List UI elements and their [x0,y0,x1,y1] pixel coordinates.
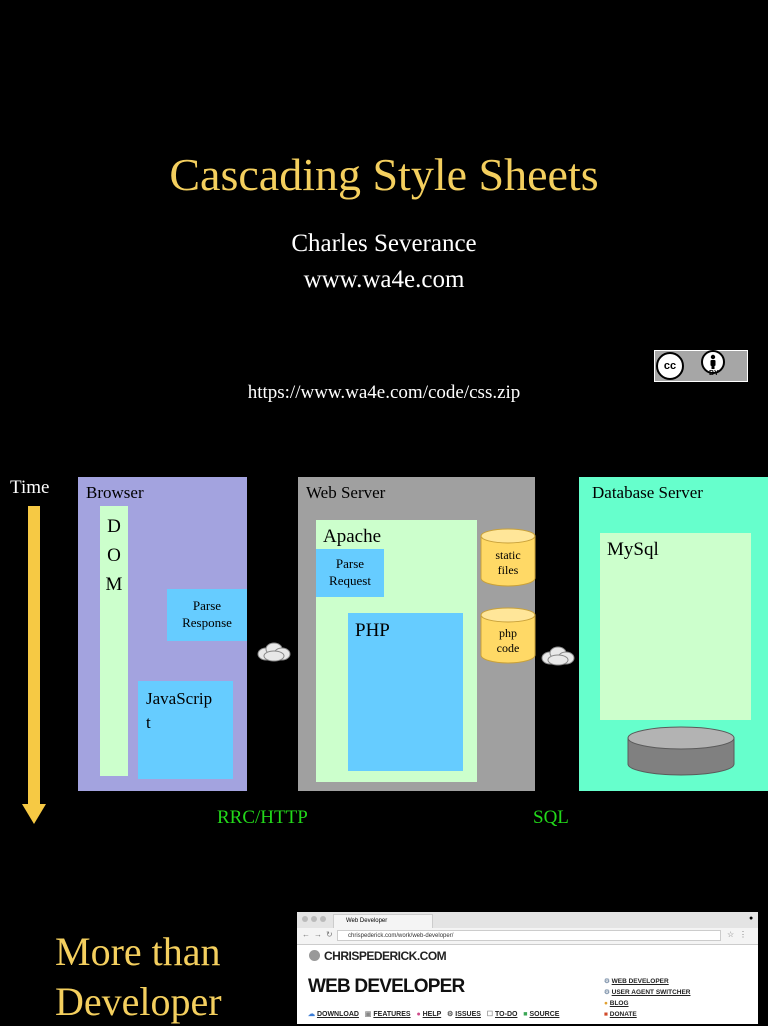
side-link-blog[interactable]: BLOG [609,1000,629,1007]
web-developer-icon: ⚙ [604,978,610,985]
user-agent-switcher-icon: ⚙ [604,989,610,996]
nav-todo[interactable]: TO-DO [495,1011,518,1018]
site-nav: ☁ DOWNLOAD ▣ FEATURES ● HELP ⚙ ISSUES ☐ … [308,1010,559,1018]
bottom-text-line-2: Developer [55,979,222,1024]
parse-request-box: Parse Request [316,549,384,597]
cc-by-license-badge: cc BY [654,350,748,382]
window-dot-icon [320,916,326,922]
slide-title: Cascading Style Sheets [169,149,599,200]
apache-label: Apache [323,526,382,547]
time-label: Time [10,477,50,498]
donate-icon: ■ [604,1011,608,1018]
side-links: ⚙ WEB DEVELOPER ⚙ USER AGENT SWITCHER ● … [604,976,691,1020]
back-arrow-icon[interactable]: ← [302,930,310,939]
php-label: PHP [355,620,390,641]
dom-box: D O M [100,506,128,776]
php-code-cylinder [480,607,536,664]
issues-icon: ⚙ [447,1011,454,1018]
forward-arrow-icon[interactable]: → [314,930,322,939]
php-code-line: code [496,641,520,655]
nav-features[interactable]: FEATURES [373,1011,411,1018]
parse-response-line: Parse [192,598,222,613]
nav-help[interactable]: HELP [422,1011,442,1018]
dom-letter: O [107,545,121,566]
page-heading: WEB DEVELOPER [308,976,465,997]
parse-request-line: Request [329,573,371,588]
reload-icon[interactable]: ↻ [326,930,333,939]
web-developer-screenshot: Web Developer ● ← → ↻ chrispederick.com/… [297,912,758,1024]
parse-response-line: Response [182,615,232,630]
side-link-user-agent-switcher[interactable]: USER AGENT SWITCHER [611,989,691,996]
nav-issues[interactable]: ISSUES [455,1011,481,1018]
menu-icon[interactable]: ⋮ [739,930,747,939]
by-label: BY [709,370,719,377]
static-files-line: files [497,563,519,577]
php-code-label: php code [480,626,536,656]
side-link-web-developer[interactable]: WEB DEVELOPER [611,978,669,985]
site-name[interactable]: CHRISPEDERICK.COM [324,949,447,963]
web-server-box: Web Server Apache Parse Request PHP [298,477,535,791]
http-protocol-label: RRC/HTTP [217,807,308,828]
address-text: chrispederick.com/work/web-developer/ [348,933,454,939]
php-box: PHP [348,613,463,771]
static-files-cylinder [480,528,536,587]
javascript-line: t [146,713,151,732]
database-disk-icon [627,726,735,776]
download-icon: ☁ [308,1011,315,1018]
attribution-person-icon [701,350,725,374]
sql-protocol-label: SQL [533,807,569,828]
author-name: Charles Severance [291,230,477,257]
javascript-line: JavaScrip [146,689,213,708]
site-url: www.wa4e.com [303,266,465,293]
php-code-line: php [499,626,517,640]
apache-box: Apache Parse Request PHP [316,520,477,782]
mysql-label: MySql [607,539,659,560]
bottom-text-line-1: More than [55,929,221,974]
web-server-label: Web Server [306,483,386,502]
address-bar[interactable]: chrispederick.com/work/web-developer/ [337,930,721,941]
window-dot-icon [311,916,317,922]
side-link-donate[interactable]: DONATE [609,1011,637,1018]
time-arrow [22,506,46,824]
browser-tab-title: Web Developer [346,918,388,924]
browser-tab[interactable]: Web Developer [333,914,433,928]
nav-download[interactable]: DOWNLOAD [316,1011,359,1018]
parse-response-box: Parse Response [167,589,247,641]
javascript-box: JavaScrip t [138,681,233,779]
dom-letter: D [107,516,121,537]
features-icon: ▣ [364,1011,372,1018]
browser-toolbar: ← → ↻ chrispederick.com/work/web-develop… [297,928,758,945]
network-cloud-icon [257,642,291,662]
close-window-icon[interactable]: ● [749,915,754,922]
code-download-url[interactable]: https://www.wa4e.com/code/css.zip [247,382,521,403]
window-dot-icon [302,916,308,922]
mysql-box: MySql [600,533,751,720]
source-icon: ■ [523,1011,528,1018]
static-files-label: static files [480,548,536,578]
dom-letter: M [105,574,123,595]
blog-icon: ● [604,1000,608,1007]
network-cloud-icon [541,646,575,666]
browser-tab-bar: Web Developer ● [297,912,758,928]
static-files-line: static [495,548,521,562]
todo-icon: ☐ [486,1011,494,1018]
avatar [309,950,320,961]
star-icon[interactable]: ☆ [727,930,735,939]
parse-request-line: Parse [335,556,365,571]
nav-source[interactable]: SOURCE [529,1011,560,1018]
creative-commons-icon: cc [656,352,684,380]
browser-box: Browser D O M Parse Response JavaScrip t [78,477,247,791]
database-server-label: Database Server [592,483,703,502]
help-icon: ● [416,1011,421,1018]
browser-label: Browser [86,483,144,502]
